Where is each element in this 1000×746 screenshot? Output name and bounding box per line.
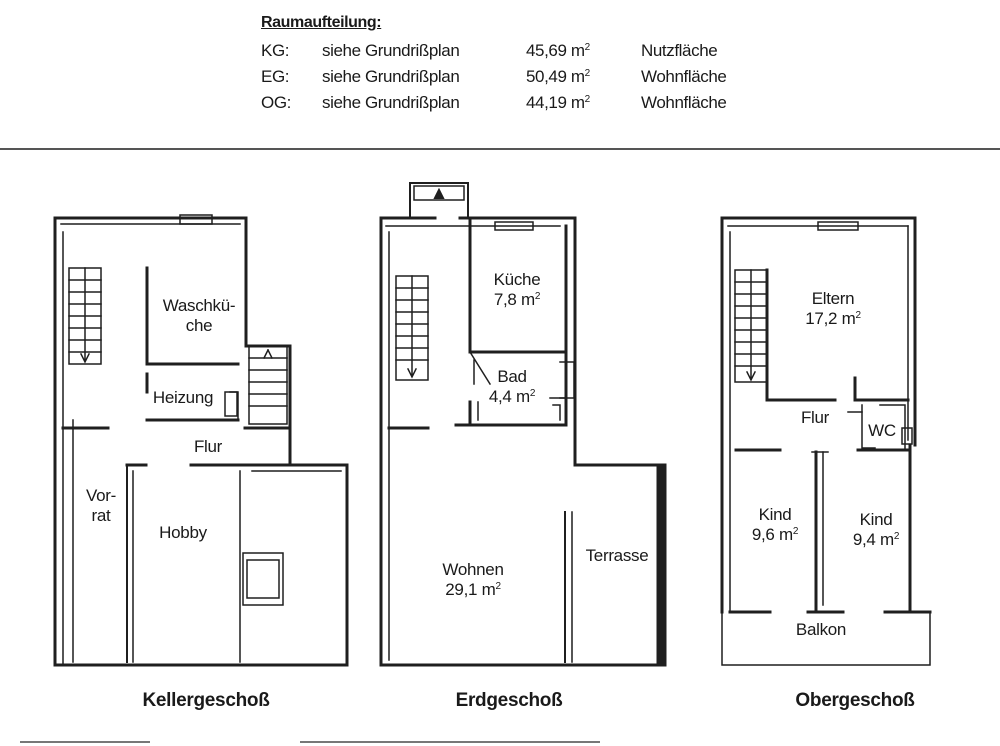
room-label-terrasse: Terrasse [585, 546, 649, 565]
floor-name-ober: Obergeschoß [795, 690, 915, 711]
plan-reference: siehe Grundrißplan [322, 93, 460, 112]
room-label-flur: Flur [193, 437, 223, 456]
room-label-balkon: Balkon [795, 620, 847, 639]
floor-name-keller: Kellergeschoß [142, 690, 270, 711]
keller-outer-walls [53, 216, 349, 667]
keller-inner-walls [61, 266, 292, 663]
keller-stairs-main [68, 267, 102, 365]
floor-code: KG: [261, 41, 290, 60]
erd-entrance [409, 182, 469, 219]
keller-plan [53, 214, 349, 667]
bottom-scan-line [300, 741, 600, 743]
floor-code: EG: [261, 67, 290, 86]
room-label-kind-2: Kind 9,4 m2 [852, 510, 900, 549]
ober-plan [720, 216, 932, 666]
bottom-scan-line [20, 741, 150, 743]
room-label-hobby: Hobby [159, 523, 207, 542]
erd-outer-walls [379, 216, 667, 667]
room-label-kind-1: Kind 9,6 m2 [751, 505, 799, 544]
area-type: Nutzfläche [641, 41, 718, 60]
room-label-heizung: Heizung [152, 388, 214, 407]
area-value: 44,19 m2 [526, 93, 590, 112]
header-divider [0, 148, 1000, 150]
room-label-bad: Bad 4,4 m2 [488, 367, 536, 406]
ober-window [817, 221, 859, 231]
floor-code: OG: [261, 93, 291, 112]
plan-reference: siehe Grundrißplan [322, 41, 460, 60]
area-type: Wohnfläche [641, 67, 727, 86]
area-type: Wohnfläche [641, 93, 727, 112]
ober-stairs [734, 269, 768, 383]
room-label-kueche: Küche 7,8 m2 [493, 270, 541, 309]
erd-plan [379, 182, 667, 667]
erd-window [494, 221, 534, 231]
ober-inner-walls [734, 268, 913, 614]
keller-stairs-side [248, 345, 288, 425]
ober-outer-walls [720, 216, 932, 666]
room-label-waschkueche: Waschkü- che [162, 296, 236, 335]
room-label-vorrat: Vor- rat [86, 486, 116, 525]
room-label-wc: WC [868, 421, 896, 440]
room-label-eltern: Eltern 17,2 m2 [805, 289, 861, 328]
area-value: 45,69 m2 [526, 41, 590, 60]
keller-window-top [179, 214, 213, 225]
area-value: 50,49 m2 [526, 67, 590, 86]
erd-stairs [395, 275, 429, 381]
plan-reference: siehe Grundrißplan [322, 67, 460, 86]
room-label-wohnen: Wohnen 29,1 m2 [442, 560, 504, 599]
keller-light-well [242, 552, 284, 606]
floor-name-erd: Erdgeschoß [455, 690, 563, 711]
erd-inner-walls [387, 216, 575, 663]
room-label-flur: Flur [800, 408, 830, 427]
room-allocation-title: Raumaufteilung: [261, 14, 382, 31]
